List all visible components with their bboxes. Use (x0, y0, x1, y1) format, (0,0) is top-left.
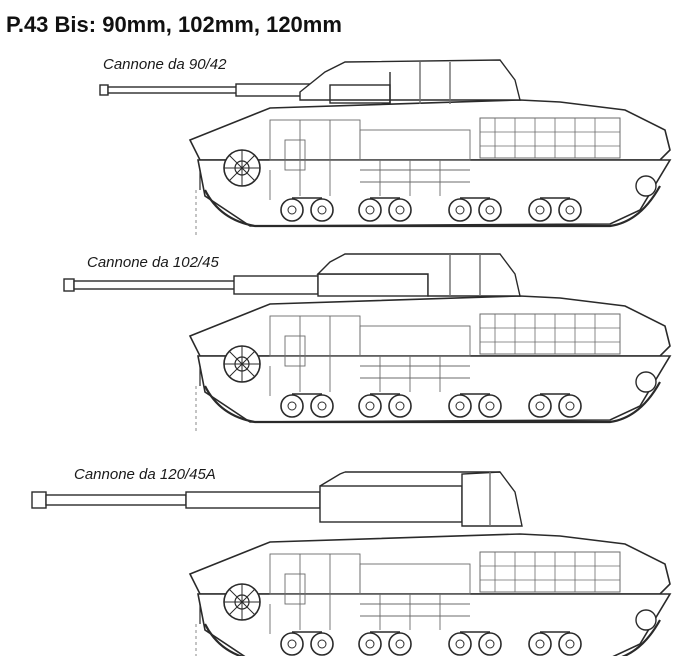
gun-barrel-102 (63, 273, 429, 297)
tank-drawing-102: Cannone da 102/45 (0, 196, 695, 436)
turret-120 (319, 471, 523, 527)
variant-caption: Cannone da 120/45A (74, 466, 216, 483)
tank-side-view-120 (31, 471, 672, 656)
variant-caption: Cannone da 90/42 (103, 56, 227, 73)
variant-caption: Cannone da 102/45 (87, 254, 219, 271)
page-title: P.43 Bis: 90mm, 102mm, 120mm (6, 12, 342, 37)
tank-drawing-120: Cannone da 120/45A (0, 416, 695, 656)
gun-barrel-120 (31, 485, 463, 523)
turret-90 (299, 59, 521, 104)
turret-102 (316, 253, 521, 297)
tank-side-view-90 (99, 59, 672, 240)
gun-barrel-90 (99, 83, 327, 97)
tank-side-view-102 (63, 253, 672, 436)
tank-drawing-90: Cannone da 90/42 (0, 0, 695, 240)
